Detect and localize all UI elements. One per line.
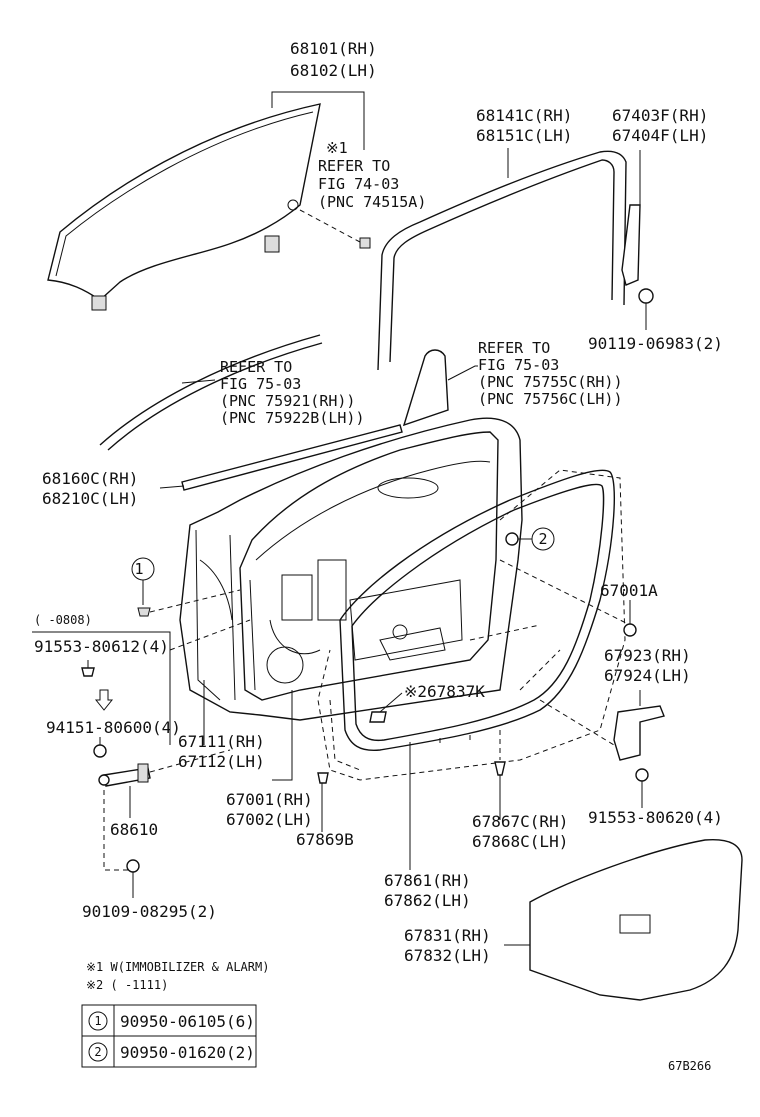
legend-2-part: 90950-01620(2) — [120, 1043, 255, 1062]
ref1-fig: FIG 75-03 — [220, 375, 301, 393]
ref1-pnc1: (PNC 75921(RH)) — [220, 392, 355, 410]
legend-2-mark: 2 — [94, 1045, 101, 1059]
door-glass — [47, 103, 321, 311]
label-90109: 90109-08295(2) — [82, 902, 217, 921]
label-67403F: 67403F(RH) — [612, 106, 708, 125]
inner-weatherstrip — [159, 424, 403, 491]
label-67002: 67002(LH) — [226, 810, 313, 829]
note1-mark: ※1 — [326, 139, 348, 157]
label-90119: 90119-06983(2) — [588, 334, 723, 353]
door-outer-panel — [179, 417, 523, 721]
label-67924: 67924(LH) — [604, 666, 691, 685]
label-91553-80612: 91553-80612(4) — [34, 637, 169, 656]
label-67868C: 67868C(LH) — [472, 832, 568, 851]
label-67111: 67111(RH) — [178, 732, 265, 751]
door-check — [98, 749, 231, 898]
label-67869B: 67869B — [296, 830, 354, 849]
ref2-pnc2: (PNC 75756C(LH)) — [478, 390, 623, 408]
door-inner-panel — [239, 431, 499, 701]
label-67112: 67112(LH) — [178, 752, 265, 771]
label-68160C: 68160C(RH) — [42, 469, 138, 488]
service-hole-cover — [504, 838, 743, 1001]
label-67404F: 67404F(LH) — [612, 126, 708, 145]
note1-pnc: (PNC 74515A) — [318, 193, 426, 211]
label-68141C: 68141C(RH) — [476, 106, 572, 125]
ref1-pnc2: (PNC 75922B(LH)) — [220, 409, 365, 427]
label-68610: 68610 — [110, 820, 158, 839]
label-68101: 68101(RH) — [290, 39, 377, 58]
label-67001: 67001(RH) — [226, 790, 313, 809]
door-weatherstrip — [339, 469, 615, 752]
label-68102: 68102(LH) — [290, 61, 377, 80]
rear-lower-channel — [621, 150, 654, 330]
label-67001A: 67001A — [600, 581, 658, 600]
label-91553-80620: 91553-80620(4) — [588, 808, 723, 827]
ref2-fig: FIG 75-03 — [478, 356, 559, 374]
label-67861: 67861(RH) — [384, 871, 471, 890]
label-67923: 67923(RH) — [604, 646, 691, 665]
ref1-refer: REFER TO — [220, 358, 292, 376]
label-67837K: ※267837K — [404, 682, 485, 701]
circle-1-label: 1 — [134, 560, 143, 578]
legend-1-mark: 1 — [94, 1014, 101, 1028]
ref2-refer: REFER TO — [478, 339, 550, 357]
door-hinge — [539, 690, 665, 808]
legend-table: 1 2 90950-06105(6) 90950-01620(2) — [81, 1004, 257, 1068]
label-67867C: 67867C(RH) — [472, 812, 568, 831]
label-94151: 94151-80600(4) — [46, 718, 181, 737]
label-67862: 67862(LH) — [384, 891, 471, 910]
circle-2-label: 2 — [538, 530, 547, 548]
belt-moulding-outer — [99, 334, 323, 451]
glass-run-channel — [377, 148, 627, 371]
label-67831: 67831(RH) — [404, 926, 491, 945]
label-67832: 67832(LH) — [404, 946, 491, 965]
label-68210C: 68210C(LH) — [42, 489, 138, 508]
date-range-0808: ( -0808) — [34, 613, 92, 627]
footnote-1: ※1 W(IMMOBILIZER & ALARM) — [86, 960, 269, 974]
note1-refer: REFER TO — [318, 157, 390, 175]
footnote-2: ※2 ( -1111) — [86, 978, 168, 992]
note1-fig: FIG 74-03 — [318, 175, 399, 193]
legend-1-part: 90950-06105(6) — [120, 1012, 255, 1031]
label-68151C: 68151C(LH) — [476, 126, 572, 145]
corner-trim — [402, 349, 478, 427]
ref2-pnc1: (PNC 75755C(RH)) — [478, 373, 623, 391]
figure-id: 67B266 — [668, 1059, 711, 1073]
